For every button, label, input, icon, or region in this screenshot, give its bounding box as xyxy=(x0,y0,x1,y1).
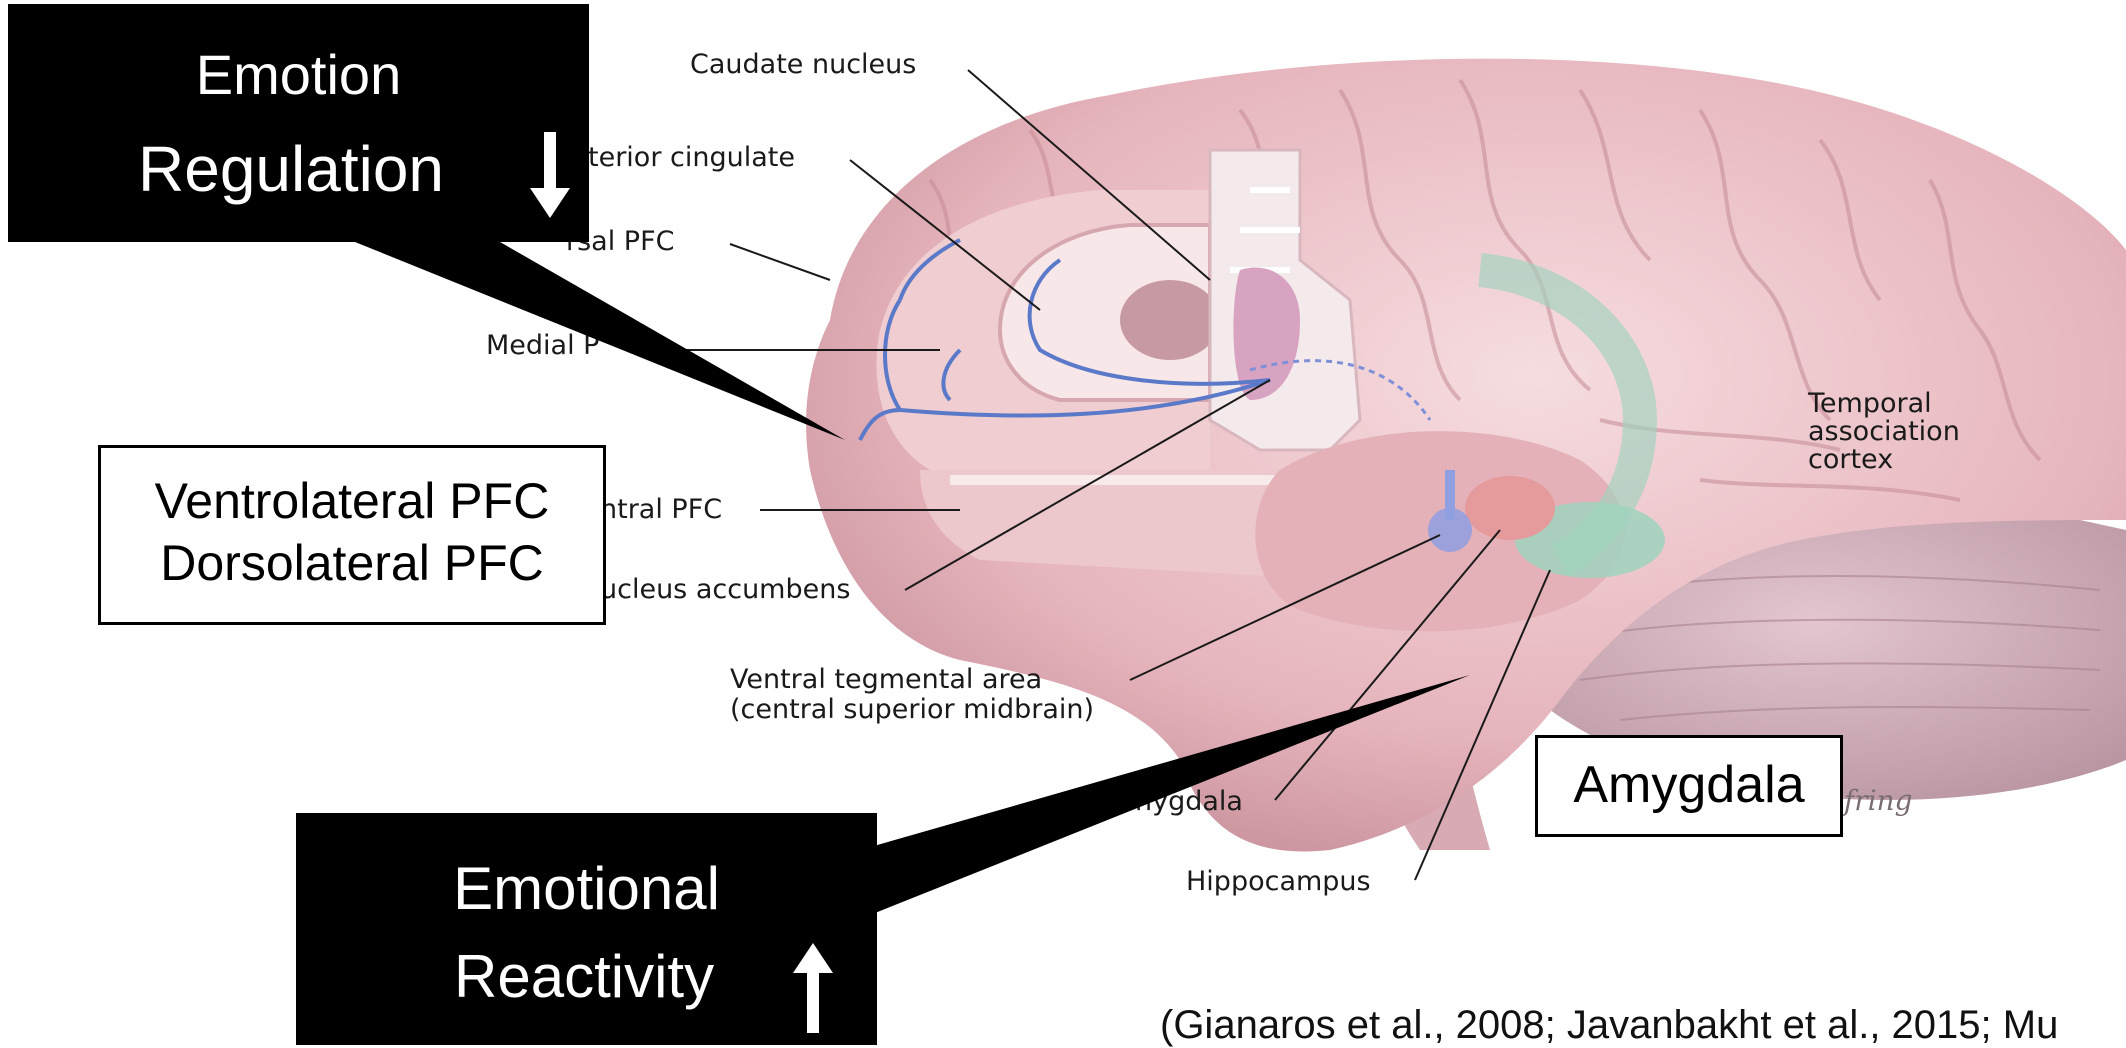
emotion-regulation-line1: Emotion xyxy=(8,44,589,106)
amygdala-callout-label: Amygdala xyxy=(1538,754,1840,816)
emotional-reactivity-line2: Reactivity xyxy=(454,943,714,1011)
label-nucleus-accumbens: ucleus accumbens xyxy=(600,574,850,605)
label-anterior-cingulate: terior cingulate xyxy=(588,142,795,173)
ventrolateral-pfc-label: Ventrolateral PFC xyxy=(101,470,603,532)
label-vta-line1: Ventral tegmental area xyxy=(730,664,1042,695)
label-caudate-nucleus: Caudate nucleus xyxy=(690,49,916,80)
amygdala-callout: Amygdala xyxy=(1535,735,1843,837)
emotion-regulation-line2: Regulation xyxy=(138,134,444,204)
citation-text: (Gianaros et al., 2008; Javanbakht et al… xyxy=(1160,1003,2058,1048)
emotion-regulation-pointer xyxy=(355,242,845,440)
label-vta-line2: (central superior midbrain) xyxy=(730,694,1094,725)
amygdala-structure xyxy=(1465,476,1555,540)
label-hippocampus: Hippocampus xyxy=(1186,866,1371,897)
up-arrow-icon xyxy=(801,943,825,1033)
emotional-reactivity-callout: Emotional Reactivity xyxy=(296,813,877,1045)
label-ventral-pfc: ntral PFC xyxy=(600,494,722,525)
label-temporal-line3: cortex xyxy=(1808,444,1893,475)
down-arrow-icon xyxy=(538,132,562,222)
prefrontal-callout: Ventrolateral PFC Dorsolateral PFC xyxy=(98,445,606,625)
emotion-regulation-callout: Emotion Regulation xyxy=(8,4,589,242)
label-temporal-line1: Temporal xyxy=(1807,388,1932,419)
emotional-reactivity-line1: Emotional xyxy=(296,855,877,923)
label-medial-pfc: Medial P xyxy=(486,330,599,361)
dorsolateral-pfc-label: Dorsolateral PFC xyxy=(101,532,603,594)
label-temporal-line2: association xyxy=(1808,416,1960,447)
